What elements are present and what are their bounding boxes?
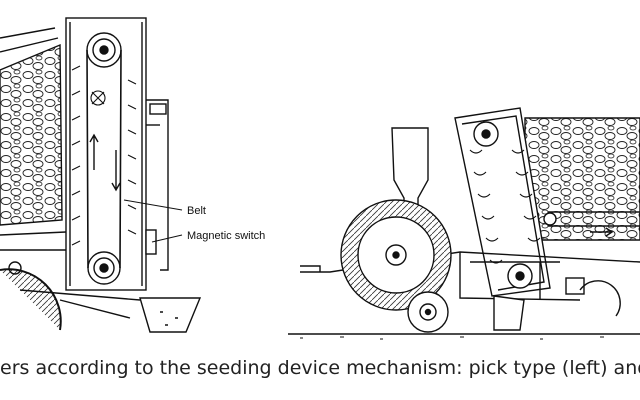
bulk-hopper bbox=[524, 117, 640, 241]
bottom-sprocket bbox=[87, 251, 121, 285]
cup-type-planter bbox=[288, 107, 640, 340]
figure-caption: ers according to the seeding device mech… bbox=[0, 357, 640, 379]
planter-mechanism-figure: Belt Magnetic switch bbox=[0, 17, 640, 340]
cup-elevator bbox=[454, 107, 551, 297]
top-sprocket bbox=[86, 32, 122, 68]
elevator-sprockets bbox=[473, 121, 533, 289]
press-wheel bbox=[579, 280, 621, 317]
belt bbox=[86, 49, 122, 269]
belt-leader bbox=[123, 199, 183, 211]
furrow-opener bbox=[139, 297, 202, 333]
pick-type-planter bbox=[0, 17, 202, 333]
magnetic-switch bbox=[145, 229, 157, 255]
big-tire bbox=[340, 199, 452, 311]
gauge-wheel bbox=[407, 291, 449, 333]
magnetic-switch-leader bbox=[151, 234, 183, 243]
drive-wheel bbox=[0, 268, 62, 331]
seed-hopper bbox=[0, 43, 63, 226]
cups bbox=[469, 149, 541, 264]
magnetic-switch-label: Magnetic switch bbox=[187, 230, 265, 242]
pickers bbox=[71, 65, 137, 246]
feed-conveyor bbox=[548, 211, 640, 227]
ridger bbox=[493, 295, 525, 331]
belt-label: Belt bbox=[187, 205, 206, 217]
